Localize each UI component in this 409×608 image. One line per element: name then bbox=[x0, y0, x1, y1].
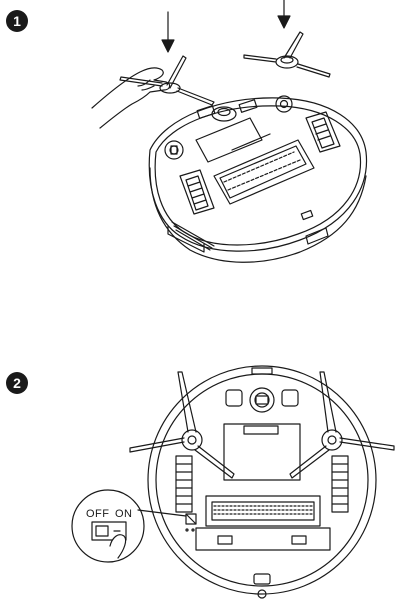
hand bbox=[91, 67, 171, 129]
main-brush-compartment bbox=[205, 495, 321, 527]
side-brush-mount-right bbox=[275, 95, 293, 113]
side-brush-mount-left bbox=[164, 140, 184, 160]
drive-wheel-right bbox=[331, 455, 349, 513]
switch-off-label: OFF bbox=[86, 508, 110, 520]
side-brush-left bbox=[119, 55, 215, 106]
side-brush-right bbox=[289, 371, 395, 479]
power-switch-callout bbox=[71, 489, 187, 563]
drive-wheel-left bbox=[179, 169, 215, 215]
drive-wheel-right bbox=[305, 111, 341, 153]
front-caster-wheel bbox=[211, 106, 237, 122]
insert-arrow-left-icon bbox=[161, 11, 175, 53]
step-2-badge: 2 bbox=[6, 372, 28, 394]
side-brush-left bbox=[129, 371, 235, 479]
step-1-badge: 1 bbox=[6, 10, 28, 32]
side-brush-right bbox=[243, 31, 331, 78]
switch-on-label: ON bbox=[115, 508, 133, 520]
insert-arrow-right-icon bbox=[277, 0, 291, 29]
robot-vacuum-bottom-view bbox=[147, 365, 377, 599]
robot-vacuum-underside bbox=[148, 95, 368, 263]
power-switch-on-body[interactable] bbox=[185, 513, 197, 532]
drive-wheel-left bbox=[175, 455, 193, 513]
front-caster-wheel bbox=[249, 387, 275, 413]
step-1-illustration bbox=[91, 0, 368, 263]
main-brush-housing bbox=[213, 139, 315, 205]
step-2-illustration bbox=[71, 365, 395, 599]
